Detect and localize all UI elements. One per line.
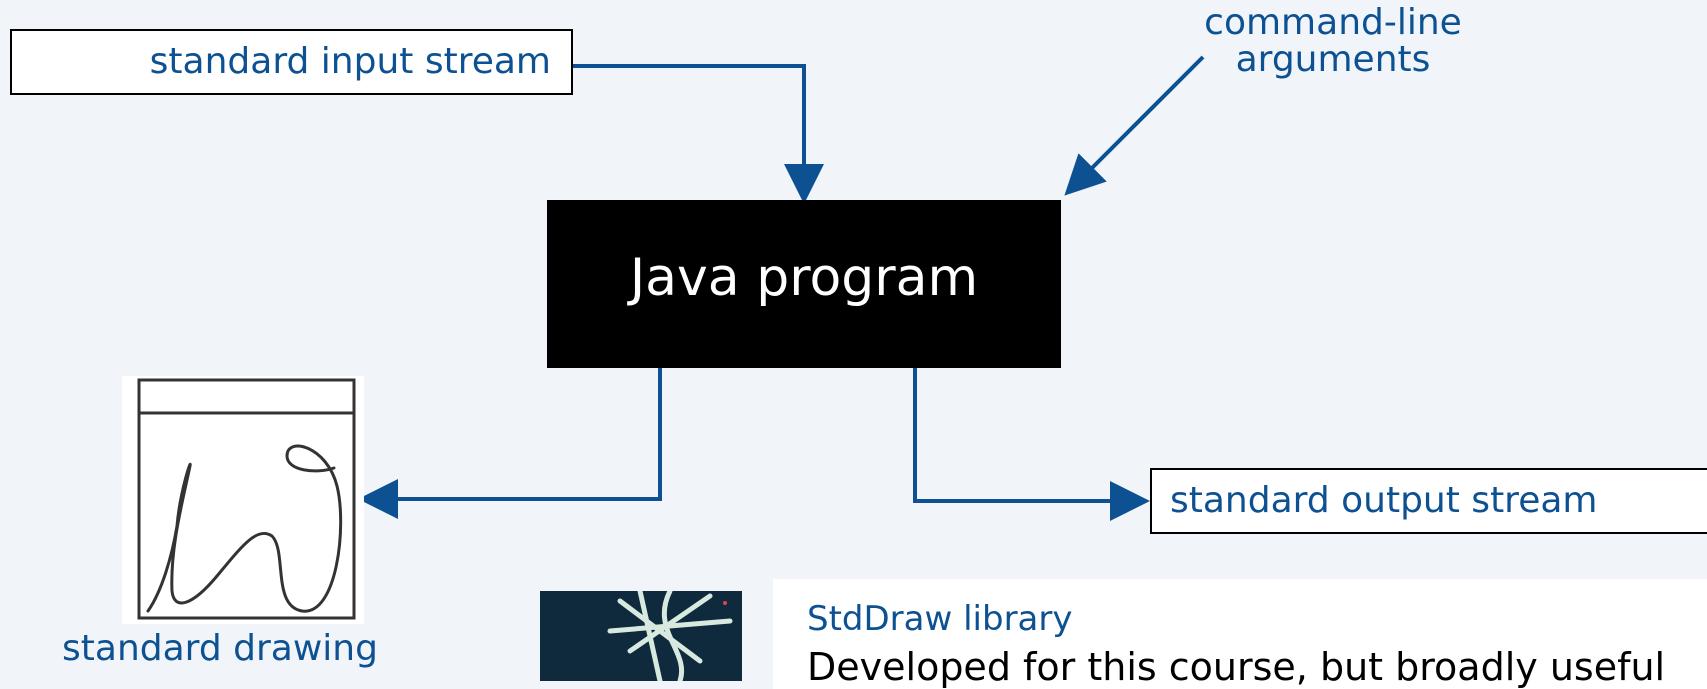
args-arrow: [1064, 55, 1205, 196]
java-program-box: Java program: [547, 200, 1061, 368]
output-arrow: [913, 368, 1150, 521]
connector-arrows: [358, 55, 1205, 521]
stddraw-info-panel: StdDraw library Developed for this cours…: [773, 579, 1707, 689]
standard-input-label: standard input stream: [149, 41, 551, 82]
standard-drawing-label: standard drawing: [62, 628, 378, 669]
command-line-label-line2: arguments: [1235, 39, 1431, 80]
drawing-window-icon: [122, 376, 364, 624]
standard-output-label: standard output stream: [1170, 480, 1598, 521]
command-line-arguments-label: command-line arguments: [1198, 4, 1468, 78]
stddraw-title: StdDraw library: [807, 599, 1073, 639]
command-line-label-line1: command-line: [1204, 2, 1462, 43]
drawing-arrow: [358, 362, 662, 519]
standard-input-box: standard input stream: [10, 29, 573, 95]
java-program-label: Java program: [629, 248, 979, 308]
stddraw-thumbnail-image: [540, 591, 742, 681]
input-arrow: [573, 64, 824, 204]
stddraw-description: Developed for this course, but broadly u…: [807, 645, 1666, 689]
standard-output-box: standard output stream: [1150, 468, 1707, 534]
